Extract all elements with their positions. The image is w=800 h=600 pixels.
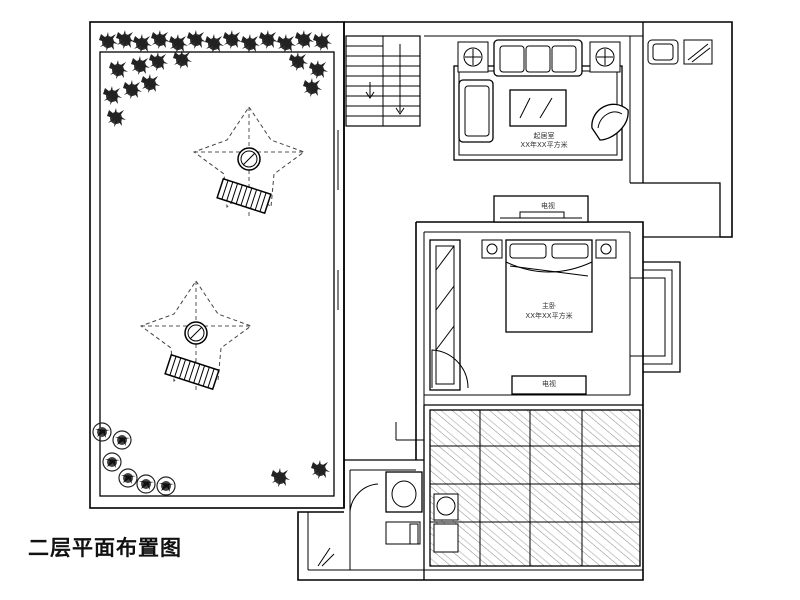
tv-top-label: 电视: [541, 201, 555, 210]
bedroom-label: 主卧: [542, 301, 556, 310]
living-room: 起居室 XX年XX平方米: [453, 39, 629, 161]
staircase-icon: [345, 35, 421, 127]
sun-lounger-icon: [216, 178, 272, 214]
sun-lounger-icon: [164, 354, 220, 390]
tiled-floor: [429, 409, 641, 567]
bedroom-sub: XX年XX平方米: [525, 311, 572, 320]
building-outline: [297, 21, 733, 581]
corner-furniture: [647, 39, 713, 65]
tv-bottom-label: 电视: [542, 379, 556, 388]
master-bedroom: 主卧 XX年XX平方米 电视: [429, 239, 617, 395]
bathroom-fixtures: [349, 422, 459, 553]
living-room-sub: XX年XX平方米: [520, 140, 567, 149]
planter-bottom: [92, 422, 330, 496]
tv-cabinet: 电视: [493, 195, 589, 223]
drawing-title: 二层平面布置图: [28, 536, 182, 560]
bay-window: [630, 261, 681, 373]
terrace-area: [89, 21, 345, 509]
planter-top: [99, 30, 332, 127]
living-room-label: 起居室: [534, 131, 555, 140]
stair-marker: [317, 547, 335, 567]
